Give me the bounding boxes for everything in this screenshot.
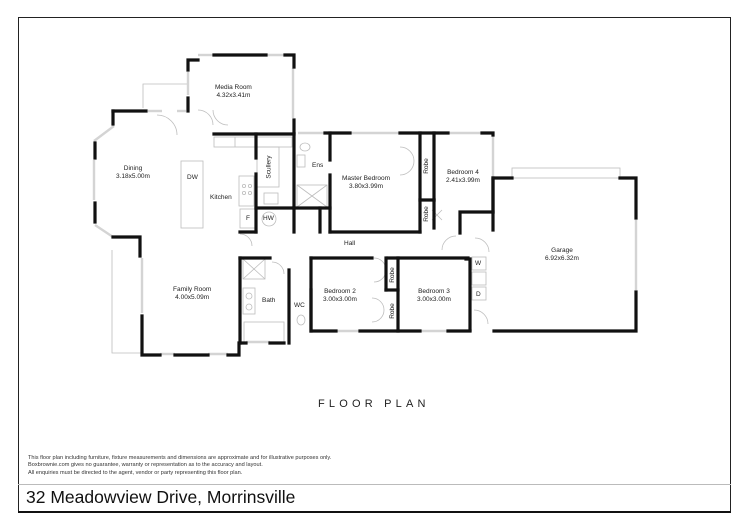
room-label-kitchen: Kitchen: [210, 194, 232, 201]
room-label-bedroom-4: Bedroom 4 2.41x3.99m: [446, 169, 480, 184]
room-label-bath: Bath: [262, 297, 276, 304]
fixture-scullery: Scullery: [265, 155, 273, 179]
disclaimer: This floor plan including furniture, fix…: [28, 455, 332, 476]
address-divider: [18, 484, 731, 485]
fixture-dryer: D: [476, 291, 481, 298]
fixture-robe-master: Robe: [422, 158, 430, 174]
fixture-hot-water: HW: [263, 215, 274, 222]
floor-plan-heading: FLOOR PLAN: [318, 398, 430, 410]
room-label-family-room: Family Room 4.00x5.09m: [173, 286, 212, 301]
room-label-wc: WC: [294, 302, 305, 309]
fixture-robe-bedroom4: Robe: [422, 206, 430, 222]
room-label-ens: Ens: [312, 162, 324, 169]
windows: [92, 53, 638, 356]
room-label-bedroom-3: Bedroom 3 3.00x3.00m: [417, 288, 451, 303]
room-label-media-room: Media Room 4.32x3.41m: [215, 84, 252, 99]
room-label-bedroom-2: Bedroom 2 3.00x3.00m: [323, 288, 357, 303]
room-label-master-bedroom: Master Bedroom 3.80x3.99m: [342, 175, 391, 190]
fixture-robe-bedroom2: Robe: [388, 303, 396, 319]
room-label-garage: Garage 6.92x6.32m: [545, 247, 579, 262]
room-label-hall: Hall: [344, 240, 356, 247]
room-label-dining: Dining 3.18x5.00m: [116, 165, 150, 180]
address-underline: [18, 511, 731, 513]
fixture-washer: W: [475, 260, 482, 267]
fixture-fridge: F: [246, 215, 250, 222]
fixtures: [111, 83, 621, 354]
walls: [93, 53, 638, 357]
fixture-dishwasher: DW: [187, 174, 198, 181]
fixture-robe-bedroom3: Robe: [388, 267, 396, 283]
property-address: 32 Meadowview Drive, Morrinsville: [26, 487, 296, 507]
